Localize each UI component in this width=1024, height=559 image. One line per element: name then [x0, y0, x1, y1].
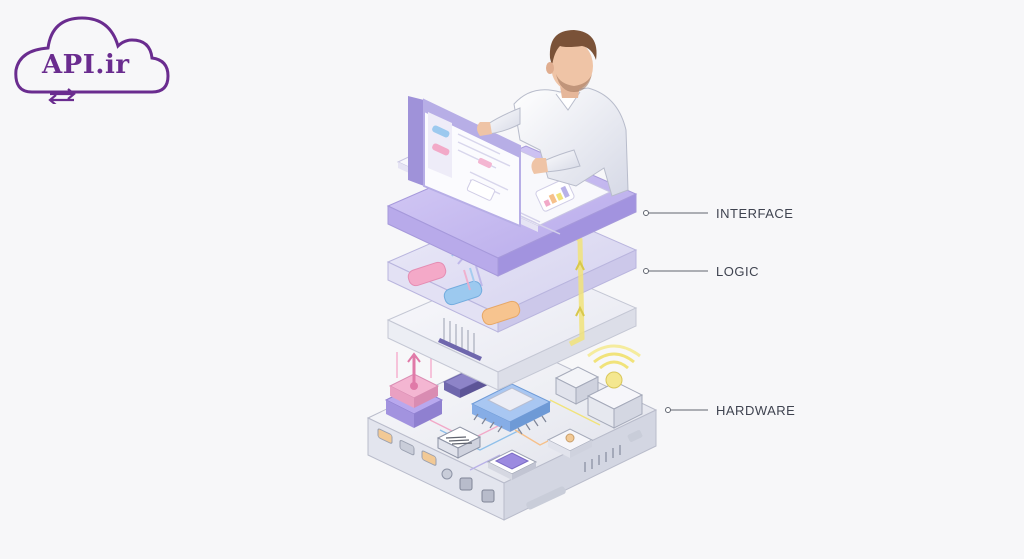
cloud-sync-icon — [14, 16, 170, 106]
label-connectors — [643, 210, 708, 413]
wifi-module — [586, 344, 644, 429]
ribbon-connector — [436, 426, 482, 459]
developer-person — [477, 30, 629, 197]
hardware-label: HARDWARE — [716, 403, 796, 418]
cpu-chip — [470, 383, 552, 435]
interface-label: INTERFACE — [716, 206, 794, 221]
sensor-module — [546, 428, 594, 458]
monitor-screen[interactable] — [408, 96, 521, 228]
pink-joystick-module — [384, 352, 444, 428]
api-ir-logo[interactable]: API.ir — [12, 14, 172, 106]
logo-text: API.ir — [42, 50, 130, 80]
logic-label: LOGIC — [716, 264, 759, 279]
gpu-chip — [486, 449, 538, 480]
